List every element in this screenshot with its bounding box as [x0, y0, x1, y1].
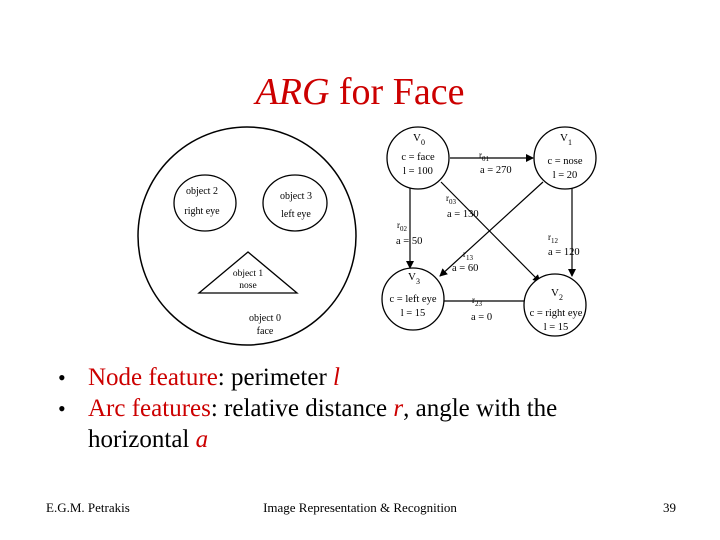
node-feature-desc: : perimeter [217, 364, 334, 391]
left-eye-shape [262, 174, 328, 232]
title-arg: ARG [255, 71, 330, 113]
face-label-1: object 0 [249, 313, 281, 324]
node-v0-name: V0 [413, 132, 425, 147]
slide-title: ARG for Face [0, 70, 720, 114]
node-v2-name: V2 [551, 287, 563, 302]
graph: V0 c = face l = 100 V1 c = nose l = 20 V… [381, 126, 597, 337]
edge-r01-angle: a = 270 [480, 165, 512, 176]
title-rest: for Face [329, 71, 465, 113]
node-v1 [533, 126, 597, 190]
edge-r01-name: r01 [479, 150, 490, 163]
node-v3-name: V3 [408, 271, 420, 286]
node-feature-var: l [333, 364, 340, 391]
bullet-node-feature: • Node feature: perimeter l [58, 362, 557, 393]
edge-r13 [439, 181, 544, 277]
arc-features-term: Arc features [88, 395, 211, 422]
edge-r13-angle: a = 60 [452, 263, 478, 274]
node-v3-class: c = left eye [389, 294, 436, 305]
left-eye-label-1: object 3 [280, 191, 312, 202]
footer-course: Image Representation & Recognition [263, 500, 457, 515]
face-drawing: object 2 right eye object 3 left eye obj… [137, 126, 357, 346]
footer-author: E.G.M. Petrakis [46, 500, 130, 515]
node-v2-perimeter: l = 15 [544, 322, 569, 333]
bullet-marker: • [58, 396, 66, 421]
edge-r12-name: r12 [548, 232, 559, 245]
arc-features-desc-2: , angle with the [403, 395, 558, 422]
edge-r13-name: r13 [463, 249, 474, 262]
edge-r03 [440, 181, 541, 283]
node-v1-name: V1 [560, 132, 572, 147]
node-v3-perimeter: l = 15 [401, 308, 426, 319]
node-v0 [386, 126, 450, 190]
arc-features-var-a: a [195, 426, 209, 453]
face-outline [137, 126, 357, 346]
edge-r03-angle: a = 130 [447, 209, 479, 220]
right-eye-label-2: right eye [184, 206, 220, 217]
left-eye-label-2: left eye [281, 209, 311, 220]
node-v1-perimeter: l = 20 [553, 170, 578, 181]
right-eye-label-1: object 2 [186, 186, 218, 197]
node-v2 [523, 273, 587, 337]
right-eye-shape [173, 174, 237, 232]
nose-label-1: object 1 [233, 269, 264, 279]
edge-r23-angle: a = 0 [471, 312, 492, 323]
node-v0-perimeter: l = 100 [403, 166, 433, 177]
node-v2-class: c = right eye [530, 308, 583, 319]
arc-features-desc: : relative distance [210, 395, 394, 422]
edge-r12-angle: a = 120 [548, 247, 580, 258]
bullet-text: Arc features: relative distance r, angle… [88, 393, 557, 424]
edge-r03-name: r03 [446, 193, 457, 206]
edge-r02-name: r02 [397, 220, 408, 233]
edge-r02-angle: a = 50 [396, 236, 422, 247]
nose-label-2: nose [239, 281, 256, 291]
bullet-arc-continuation: horizontal a [58, 424, 557, 455]
node-v1-class: c = nose [547, 156, 582, 167]
arc-features-var-r: r [393, 395, 404, 422]
nose-shape [197, 251, 299, 294]
face-label-2: face [257, 326, 274, 337]
page-number: 39 [663, 500, 676, 515]
node-v3 [381, 267, 445, 331]
bullet-marker: • [58, 365, 66, 390]
bullet-arc-features: • Arc features: relative distance r, ang… [58, 393, 557, 424]
edge-r23-name: r23 [472, 295, 483, 308]
bullet-text: Node feature: perimeter l [88, 362, 340, 393]
node-v0-class: c = face [401, 152, 435, 163]
arc-features-desc-3: horizontal [88, 426, 196, 453]
node-feature-term: Node feature [88, 364, 218, 391]
bullet-list: • Node feature: perimeter l • Arc featur… [58, 362, 557, 455]
